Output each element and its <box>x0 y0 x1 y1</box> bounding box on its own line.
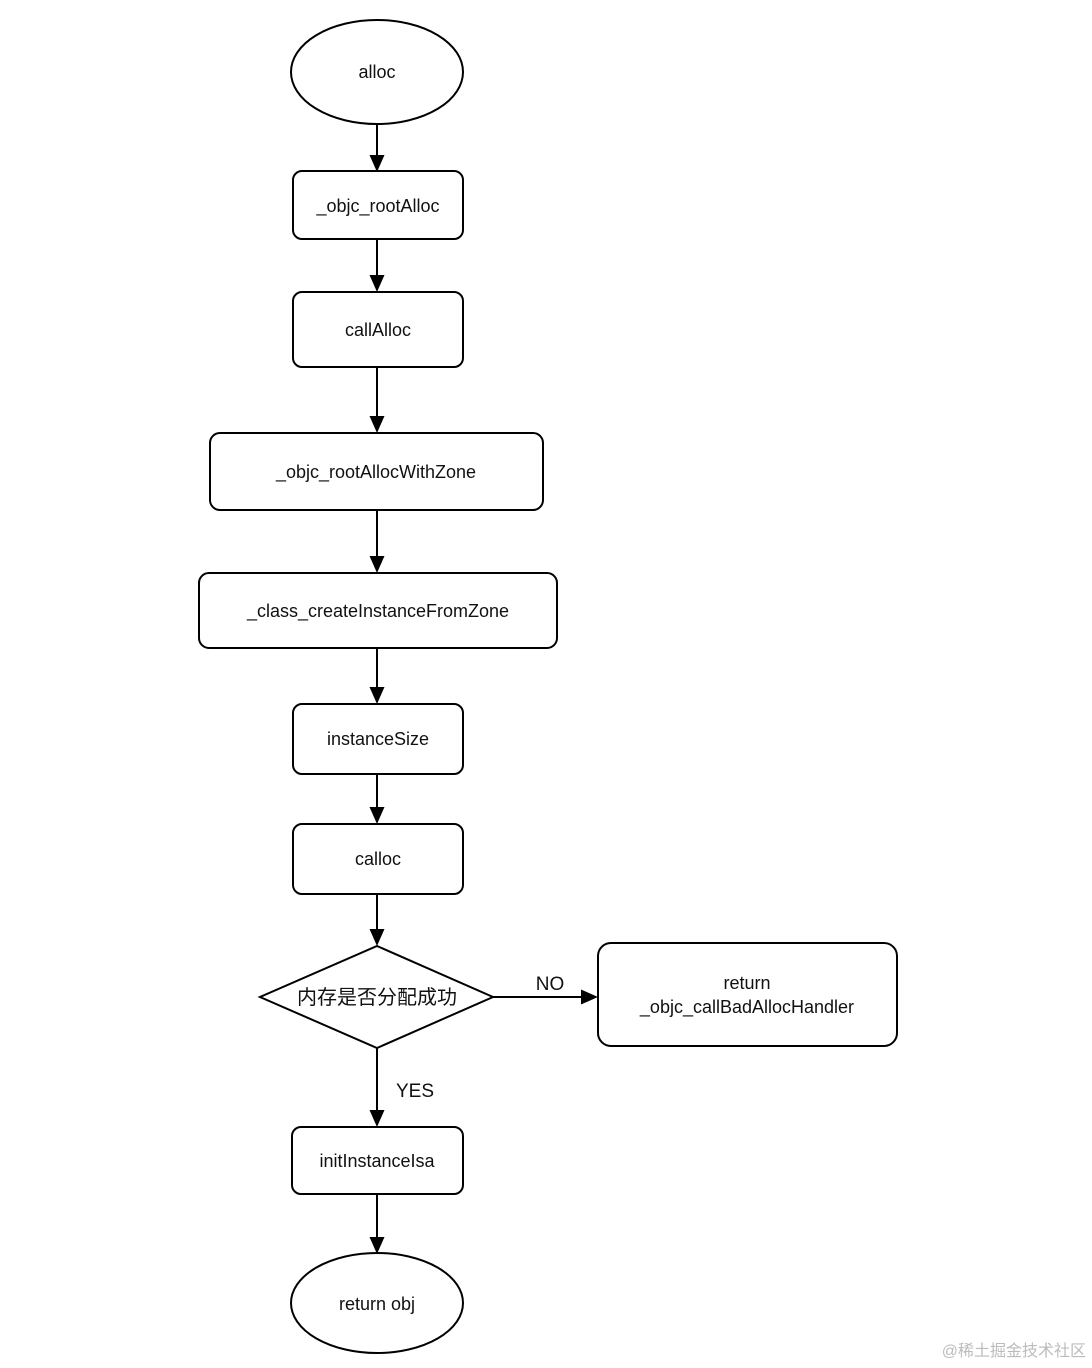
arrowhead-icon <box>369 416 385 433</box>
node-class-create-instance-from-zone-label: _class_createInstanceFromZone <box>246 601 509 622</box>
arrowhead-icon <box>369 275 385 292</box>
edge-label-yes: YES <box>396 1081 434 1102</box>
node-memory-check-decision: 内存是否分配成功 <box>257 944 496 1050</box>
node-init-instance-isa: initInstanceIsa <box>291 1126 464 1195</box>
edge-instancesize-to-calloc <box>369 774 385 824</box>
node-alloc-label: alloc <box>358 62 395 82</box>
node-memory-check-label: 内存是否分配成功 <box>297 986 457 1009</box>
edge-withzone-to-createinstance <box>369 510 385 573</box>
watermark: @稀土掘金技术社区 <box>942 1342 1086 1360</box>
node-objc-root-alloc: _objc_rootAlloc <box>292 170 464 240</box>
arrowhead-icon <box>369 155 385 172</box>
node-bad-alloc-handler: return _objc_callBadAllocHandler <box>597 942 898 1047</box>
node-call-alloc: callAlloc <box>292 291 464 368</box>
node-class-create-instance-from-zone: _class_createInstanceFromZone <box>198 572 558 649</box>
arrowhead-icon <box>369 1110 385 1127</box>
node-objc-root-alloc-with-zone: _objc_rootAllocWithZone <box>209 432 544 511</box>
node-init-instance-isa-label: initInstanceIsa <box>319 1151 435 1171</box>
edge-calloc-to-decision <box>369 894 385 946</box>
edge-decision-no: NO <box>493 974 598 1005</box>
edge-alloc-to-rootalloc <box>369 124 385 172</box>
node-objc-root-alloc-with-zone-label: _objc_rootAllocWithZone <box>275 462 476 483</box>
edge-label-no: NO <box>536 974 565 995</box>
arrowhead-icon <box>369 1237 385 1254</box>
node-instance-size-label: instanceSize <box>327 729 429 749</box>
edge-createinstance-to-instancesize <box>369 648 385 704</box>
node-instance-size: instanceSize <box>292 703 464 775</box>
node-calloc: calloc <box>292 823 464 895</box>
arrowhead-icon <box>369 807 385 824</box>
node-call-alloc-label: callAlloc <box>345 320 411 340</box>
node-objc-root-alloc-label: _objc_rootAlloc <box>315 196 439 217</box>
node-alloc: alloc <box>290 19 464 125</box>
node-bad-alloc-handler-label-line1: return <box>723 973 770 993</box>
edge-decision-yes: YES <box>369 1048 434 1127</box>
arrowhead-icon <box>369 687 385 704</box>
edge-callalloc-to-withzone <box>369 367 385 433</box>
arrowhead-icon <box>581 989 598 1005</box>
node-calloc-label: calloc <box>355 849 401 869</box>
edge-initinstanceisa-to-returnobj <box>369 1194 385 1254</box>
node-return-obj-label: return obj <box>339 1294 415 1314</box>
edge-rootalloc-to-callalloc <box>369 239 385 292</box>
node-bad-alloc-handler-label-line2: _objc_callBadAllocHandler <box>639 997 854 1018</box>
arrowhead-icon <box>369 556 385 573</box>
node-return-obj: return obj <box>290 1252 464 1354</box>
arrowhead-icon <box>369 929 385 946</box>
